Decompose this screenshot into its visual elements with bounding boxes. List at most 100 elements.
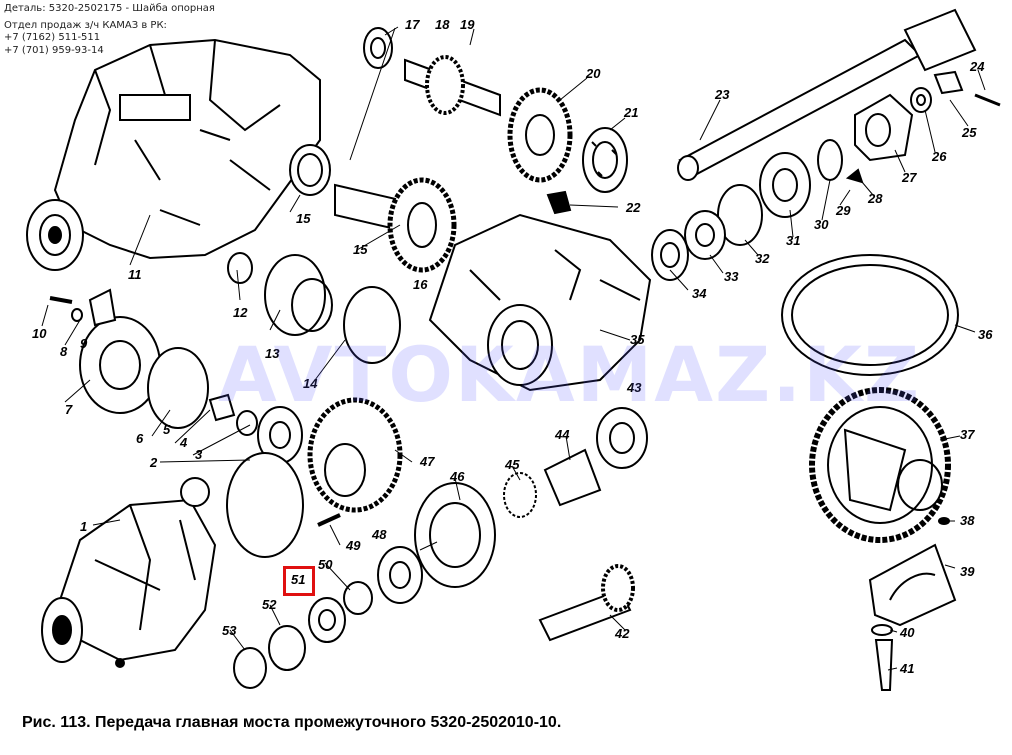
label-18: 18: [435, 17, 450, 32]
label-20: 20: [586, 66, 601, 81]
part-bearing-48: [377, 546, 423, 604]
label-47: 47: [420, 454, 435, 469]
part-bolt-49: [317, 513, 341, 527]
label-34: 34: [692, 286, 707, 301]
part-pin-24: [974, 93, 1001, 107]
part-sleeve-44: [543, 448, 602, 507]
part-gasket-32: [717, 184, 763, 246]
label-24: 24: [970, 59, 985, 74]
label-7: 7: [65, 402, 73, 417]
label-8: 8: [60, 344, 68, 359]
part-washer-26: [910, 87, 932, 113]
part-nut-25: [933, 70, 964, 95]
part-differential-37: [809, 387, 951, 543]
label-2: 2: [150, 455, 158, 470]
part-bearing-cup-15: [289, 144, 331, 196]
part-housing-47: [307, 397, 403, 513]
part-nut-53: [233, 647, 267, 689]
part-bracket-8: [88, 288, 117, 327]
part-cap-39: [868, 543, 957, 627]
part-gear-16: [334, 177, 457, 273]
part-shaft-23: [677, 8, 977, 181]
part-cover-31: [759, 152, 811, 218]
part-info-header: Деталь: 5320-2502175 - Шайба опорная Отд…: [4, 3, 215, 57]
part-washer-9: [71, 308, 83, 322]
label-4: 4: [180, 435, 188, 450]
label-5: 5: [163, 422, 171, 437]
label-42: 42: [615, 626, 630, 641]
phone-2-text: +7 (701) 959-93-14: [4, 44, 104, 56]
part-gasket-6: [147, 347, 209, 429]
label-35: 35: [630, 332, 645, 347]
label-10: 10: [32, 326, 47, 341]
label-1: 1: [80, 519, 88, 534]
label-17: 17: [405, 17, 420, 32]
label-16: 16: [413, 277, 428, 292]
label-43: 43: [627, 380, 642, 395]
part-gear-20: [507, 87, 573, 183]
figure-caption: Рис. 113. Передача главная моста промежу…: [22, 714, 562, 731]
label-33: 33: [724, 269, 739, 284]
label-28: 28: [868, 191, 883, 206]
watermark-text: AVTOKAMAZ.KZ: [218, 330, 922, 419]
part-washer-40: [871, 624, 893, 636]
label-30: 30: [814, 217, 829, 232]
label-9: 9: [80, 336, 88, 351]
part-nut-5: [208, 393, 236, 422]
part-seal-33: [684, 210, 726, 260]
part-bolt-28: [845, 168, 864, 184]
label-6: 6: [136, 431, 144, 446]
part-pin-38: [938, 517, 950, 525]
part-spacer-45: [503, 472, 537, 518]
part-bolt-10: [49, 296, 73, 304]
label-37: 37: [960, 427, 975, 442]
part-gasket-36: [781, 254, 959, 376]
part-plug-22: [546, 190, 572, 215]
label-14: 14: [303, 376, 318, 391]
part-cage-13: [264, 254, 333, 336]
label-11: 11: [128, 267, 142, 282]
label-46: 46: [450, 469, 465, 484]
part-seal-ring-30: [817, 139, 843, 181]
part-washer-52: [268, 625, 306, 671]
label-52: 52: [262, 597, 277, 612]
leader-lines: [41, 26, 986, 671]
part-bearing-34: [651, 229, 689, 281]
label-44: 44: [555, 427, 570, 442]
label-45: 45: [505, 457, 520, 472]
part-pinion-18: [404, 55, 501, 117]
part-cover-7: [79, 316, 161, 414]
label-26: 26: [932, 149, 947, 164]
part-bearing-43: [596, 407, 648, 469]
part-housing-1: [41, 477, 217, 668]
label-39: 39: [960, 564, 975, 579]
label-22: 22: [626, 200, 641, 215]
highlight-box-part-51: [283, 566, 315, 596]
part-pinion-42: [538, 564, 635, 642]
label-53: 53: [222, 623, 237, 638]
part-flange-27: [854, 93, 914, 162]
label-21: 21: [624, 105, 639, 120]
part-housing-11: [26, 38, 321, 271]
label-48: 48: [372, 527, 387, 542]
label-15a: 15: [296, 211, 311, 226]
part-carrier-35: [428, 213, 652, 392]
part-gasket-14: [343, 286, 401, 364]
label-49: 49: [346, 538, 361, 553]
part-thrust-washer-51: [308, 597, 346, 643]
phone-1-text: +7 (7162) 511-511: [4, 32, 101, 43]
part-gasket-2: [226, 452, 304, 558]
label-50: 50: [318, 557, 333, 572]
label-40: 40: [900, 625, 915, 640]
label-38: 38: [960, 513, 975, 528]
label-36: 36: [978, 327, 993, 342]
label-19: 19: [460, 17, 475, 32]
part-flange-46: [414, 482, 496, 588]
label-15b: 15: [353, 242, 368, 257]
label-23: 23: [715, 87, 730, 102]
part-bearing-21: [582, 127, 628, 193]
label-13: 13: [265, 346, 280, 361]
label-32: 32: [755, 251, 770, 266]
label-31: 31: [786, 233, 801, 248]
